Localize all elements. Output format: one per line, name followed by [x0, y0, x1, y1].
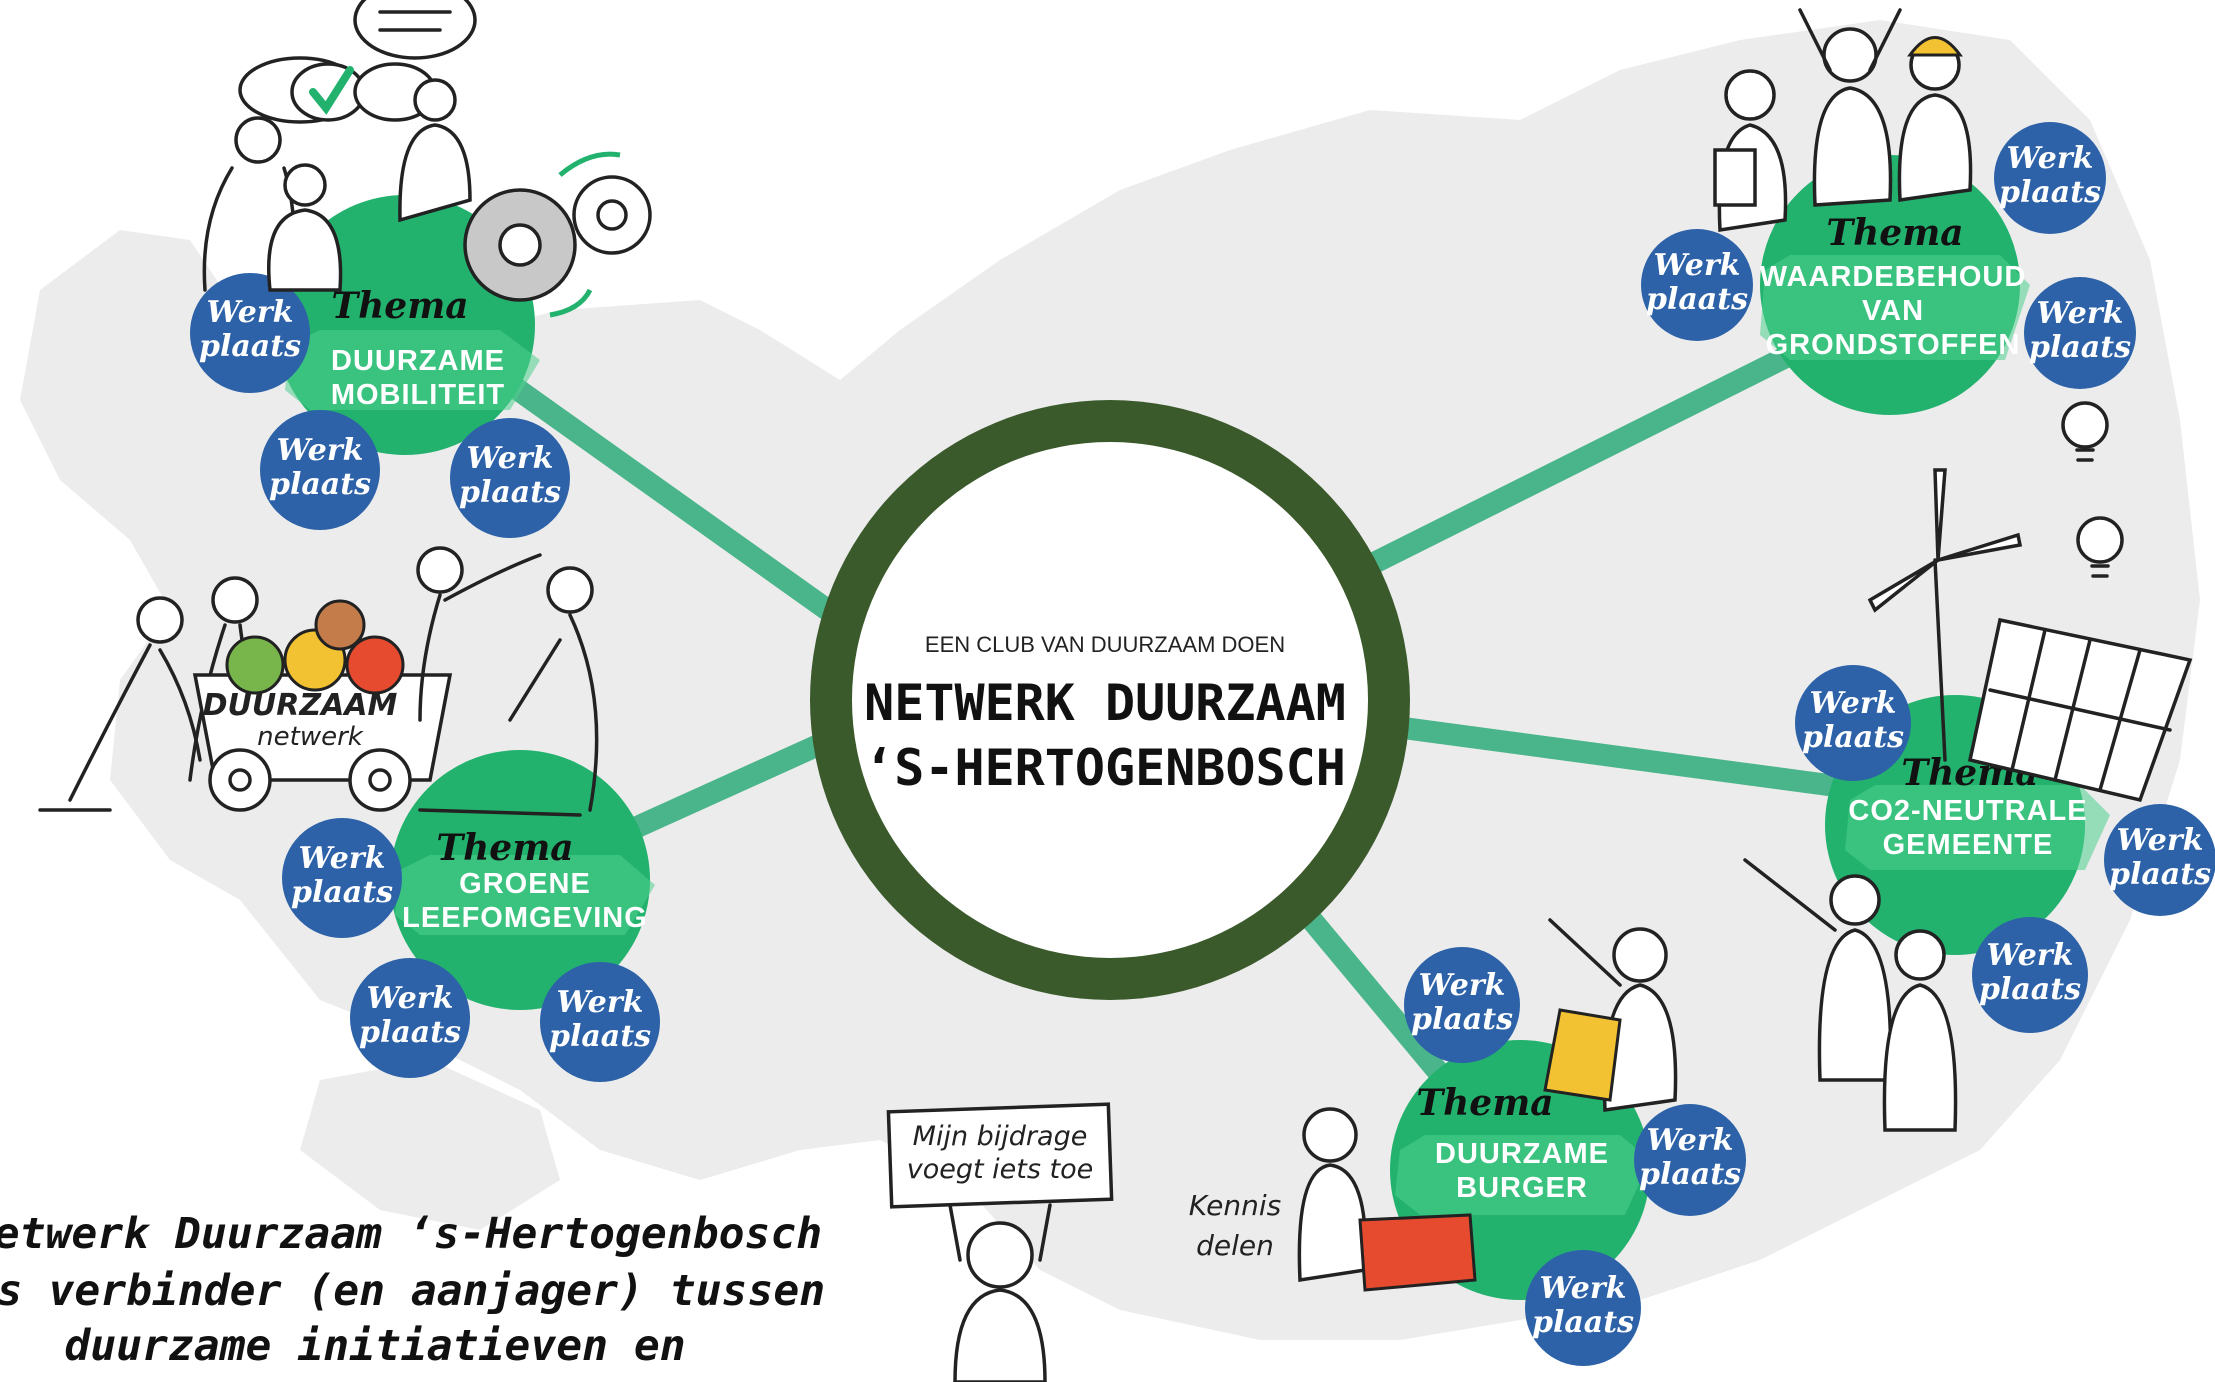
theme-title-line2: LEEFOMGEVING [402, 902, 648, 934]
hard-hat-icon [1907, 36, 1963, 57]
sketch-workers-group [1713, 8, 1973, 233]
theme-label: Thema [1826, 212, 1963, 254]
sketch-sign-holder: Mijn bijdrage voegt iets toe [886, 1102, 1114, 1382]
theme-label: Thema [331, 285, 468, 327]
svg-text:plaats: plaats [2109, 857, 2211, 892]
workshop-badge[interactable]: Werk plaats [260, 410, 380, 530]
workshop-badge[interactable]: Werk plaats [1404, 947, 1520, 1063]
svg-text:plaats: plaats [291, 875, 393, 910]
solar-panel-icon [1967, 617, 2193, 803]
svg-text:Werk: Werk [277, 433, 364, 468]
lightbulb-icon [2061, 401, 2109, 462]
svg-text:Werk: Werk [467, 441, 554, 476]
theme-title-line2: BURGER [1456, 1172, 1588, 1204]
wind-turbine-icon [1867, 468, 2023, 762]
workshop-badge[interactable]: Werk plaats [282, 818, 402, 938]
center-title-line1: NETWERK DUURZAAM [864, 674, 1346, 732]
workshop-badge[interactable]: Werk plaats [2104, 804, 2215, 916]
svg-text:plaats: plaats [1532, 1305, 1634, 1340]
theme-title-line1: DUURZAME [1435, 1138, 1609, 1170]
gear-icon [572, 175, 652, 255]
svg-text:Werk: Werk [1647, 1123, 1734, 1158]
sketch-energy-group [1743, 401, 2193, 1132]
svg-text:Werk: Werk [1654, 248, 1741, 283]
workshop-badge[interactable]: Werk plaats [1795, 665, 1911, 781]
workshop-badge[interactable]: Werk plaats [1634, 1104, 1746, 1216]
theme-label: Thema [1416, 1082, 1553, 1124]
theme-title-line3: GRONDSTOFFEN [1766, 329, 2021, 361]
theme-title-line1: GROENE [459, 868, 591, 900]
svg-text:plaats: plaats [549, 1019, 651, 1054]
sign-line2: voegt iets toe [907, 1154, 1093, 1185]
sketch-cart-group: DUURZAAM netwerk [38, 546, 599, 817]
cart-text-line2: netwerk [257, 722, 364, 752]
svg-text:Werk: Werk [299, 841, 386, 876]
svg-text:plaats: plaats [1639, 1157, 1741, 1192]
svg-text:plaats: plaats [1411, 1002, 1513, 1037]
workshop-badge[interactable]: Werk plaats [1641, 229, 1753, 341]
svg-text:Werk: Werk [2007, 141, 2094, 176]
theme-title-line1: CO2-NEUTRALE [1848, 795, 2087, 827]
svg-text:plaats: plaats [1999, 175, 2101, 210]
svg-text:Werk: Werk [1810, 686, 1897, 721]
gear-icon [463, 188, 577, 302]
puzzle-piece-icon [1543, 1008, 1622, 1102]
svg-text:plaats: plaats [359, 1015, 461, 1050]
workshop-badge[interactable]: Werk plaats [190, 273, 310, 393]
kennis-line2: delen [1196, 1229, 1274, 1262]
caption-line2: als verbinder (en aanjager) tussen [0, 1266, 825, 1316]
svg-text:plaats: plaats [269, 467, 371, 502]
theme-title-line1: WAARDEBEHOUD [1760, 261, 2027, 293]
svg-text:Werk: Werk [557, 985, 644, 1020]
theme-title-line1: DUURZAME [331, 345, 505, 377]
caption-line1: Netwerk Duurzaam ‘s-Hertogenbosch [0, 1209, 822, 1259]
svg-text:plaats: plaats [1646, 282, 1748, 317]
svg-text:plaats: plaats [459, 475, 561, 510]
svg-text:Werk: Werk [1987, 938, 2074, 973]
sketch-discussion-group [202, 0, 652, 318]
workshop-badge[interactable]: Werk plaats [1972, 917, 2088, 1033]
svg-text:Werk: Werk [207, 295, 294, 330]
workshop-badge[interactable]: Werk plaats [450, 418, 570, 538]
theme-title-line2: VAN [1862, 295, 1924, 327]
svg-text:plaats: plaats [199, 329, 301, 364]
workshop-badge[interactable]: Werk plaats [350, 958, 470, 1078]
theme-waardebehoud-grondstoffen[interactable]: Thema WAARDEBEHOUD VAN GRONDSTOFFEN [1760, 155, 2030, 415]
theme-label: Thema [436, 827, 573, 869]
svg-text:Werk: Werk [1540, 1271, 1627, 1306]
svg-text:plaats: plaats [2029, 330, 2131, 365]
svg-text:Werk: Werk [367, 981, 454, 1016]
workshop-badge[interactable]: Werk plaats [1994, 122, 2106, 234]
workshop-badge[interactable]: Werk plaats [2024, 277, 2136, 389]
svg-text:plaats: plaats [1802, 720, 1904, 755]
center-subtitle: EEN CLUB VAN DUURZAAM DOEN [925, 632, 1285, 657]
svg-text:Werk: Werk [2117, 823, 2204, 858]
theme-groene-leefomgeving[interactable]: Thema GROENE LEEFOMGEVING [390, 750, 655, 1010]
center-title-line2: ‘S-HERTOGENBOSCH [864, 739, 1346, 797]
puzzle-piece-icon [1358, 1213, 1477, 1292]
cart-text-line1: DUURZAAM [203, 688, 398, 723]
sign-line1: Mijn bijdrage [913, 1121, 1088, 1152]
workshop-badge[interactable]: Werk plaats [540, 962, 660, 1082]
svg-text:Werk: Werk [2037, 296, 2124, 331]
checkmark-icon [309, 66, 354, 115]
kennis-line1: Kennis [1189, 1189, 1281, 1222]
theme-title-line2: GEMEENTE [1883, 829, 2054, 861]
sketch-burger-group: Kennis delen [1189, 918, 1678, 1292]
lightbulb-icon [2076, 516, 2124, 578]
caption-line3: duurzame initiatieven en [64, 1321, 685, 1371]
sign-board [886, 1102, 1114, 1209]
caption-block: Netwerk Duurzaam ‘s-Hertogenbosch als ve… [0, 1209, 825, 1371]
workshop-badge[interactable]: Werk plaats [1525, 1250, 1641, 1366]
svg-text:plaats: plaats [1979, 972, 2081, 1007]
svg-text:Werk: Werk [1419, 968, 1506, 1003]
center-node: EEN CLUB VAN DUURZAAM DOEN NETWERK DUURZ… [810, 400, 1410, 1000]
theme-title-line2: MOBILITEIT [331, 379, 505, 411]
